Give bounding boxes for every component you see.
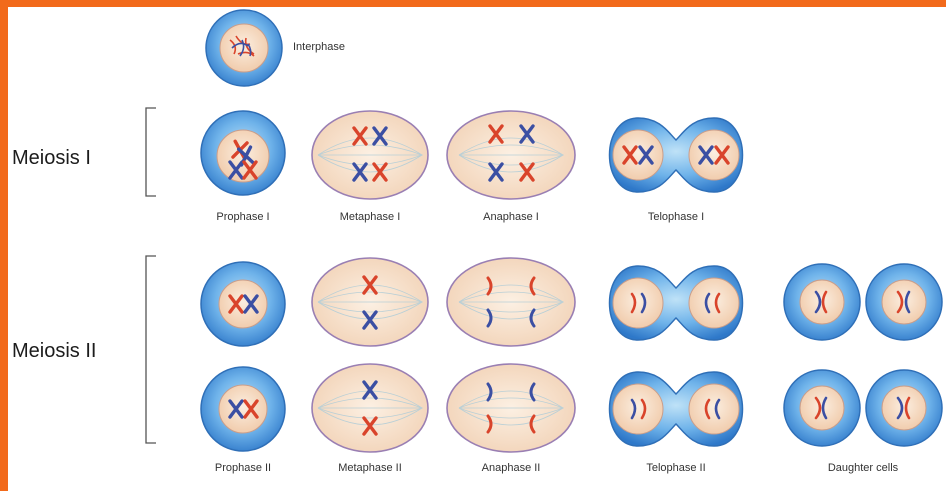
- metaphase-1-label: Metaphase I: [340, 211, 401, 223]
- meiosis-2-label: Meiosis II: [12, 340, 96, 362]
- meiosis-1-bracket: [146, 108, 156, 196]
- daughter-cell-4: [866, 370, 942, 446]
- telophase-2-cell-top: [610, 266, 743, 340]
- daughter-cells-label: Daughter cells: [828, 462, 899, 474]
- anaphase-2-cell-top: [447, 258, 575, 346]
- anaphase-1-cell: [447, 111, 575, 199]
- interphase-cell: [206, 10, 282, 86]
- meiosis-2-bracket: [146, 256, 156, 443]
- telophase-1-label: Telophase I: [648, 211, 704, 223]
- metaphase-1-cell: [312, 111, 428, 199]
- telophase-1-cell: [610, 118, 743, 192]
- daughter-cell-2: [866, 264, 942, 340]
- prophase-2-cell-bottom: [201, 367, 285, 451]
- metaphase-2-cell-bottom: [312, 364, 428, 452]
- metaphase-2-cell-top: [312, 258, 428, 346]
- interphase-label: Interphase: [293, 41, 345, 53]
- telophase-2-cell-bottom: [610, 372, 743, 446]
- prophase-1-cell: [201, 111, 285, 195]
- prophase-2-cell-top: [201, 262, 285, 346]
- telophase-2-label: Telophase II: [646, 462, 705, 474]
- anaphase-2-cell-bottom: [447, 364, 575, 452]
- daughter-cell-3: [784, 370, 860, 446]
- daughter-cell-1: [784, 264, 860, 340]
- meiosis-1-label: Meiosis I: [12, 147, 91, 169]
- prophase-1-label: Prophase I: [216, 211, 269, 223]
- metaphase-2-label: Metaphase II: [338, 462, 402, 474]
- anaphase-1-label: Anaphase I: [483, 211, 539, 223]
- prophase-2-label: Prophase II: [215, 462, 271, 474]
- anaphase-2-label: Anaphase II: [482, 462, 541, 474]
